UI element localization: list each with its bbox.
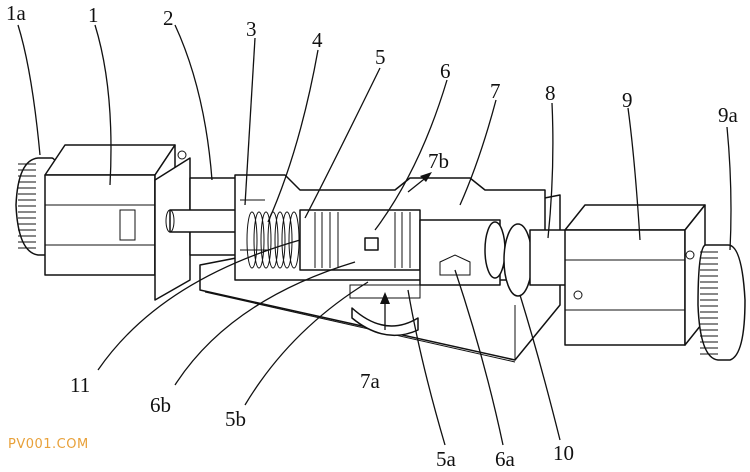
label-6b: 6b <box>150 393 171 417</box>
label-1a: 1a <box>6 1 27 25</box>
label-7b: 7b <box>428 149 449 173</box>
label-5a: 5a <box>436 447 457 471</box>
label-2: 2 <box>163 6 174 30</box>
watermark: PV001.COM <box>8 437 89 452</box>
label-4: 4 <box>312 28 323 52</box>
left-motor-1 <box>44 144 191 301</box>
label-6a: 6a <box>495 447 516 471</box>
label-5b: 5b <box>225 407 246 431</box>
right-knob-9a <box>697 244 746 361</box>
label-3: 3 <box>246 17 257 41</box>
label-11: 11 <box>70 373 90 397</box>
label-8: 8 <box>545 81 556 105</box>
label-7: 7 <box>490 79 501 103</box>
label-9: 9 <box>622 88 633 112</box>
right-motor-9 <box>564 204 706 346</box>
arrow-7a-head <box>380 292 390 304</box>
spool-6 <box>299 209 421 271</box>
arrow-7b-head <box>420 172 432 182</box>
leader-lines <box>17 24 732 446</box>
label-9a: 9a <box>718 103 739 127</box>
left-shaft-housing-2 <box>165 177 251 256</box>
callout-labels: 1a 1 2 3 4 5 6 7b 7 8 9 9a 11 6b 5b 7a 5… <box>6 1 739 471</box>
label-7a: 7a <box>360 369 381 393</box>
right-internals-6a <box>419 219 533 297</box>
label-5: 5 <box>375 45 386 69</box>
spring-4 <box>246 211 300 269</box>
label-1: 1 <box>88 3 99 27</box>
label-10: 10 <box>553 441 574 465</box>
label-6: 6 <box>440 59 451 83</box>
